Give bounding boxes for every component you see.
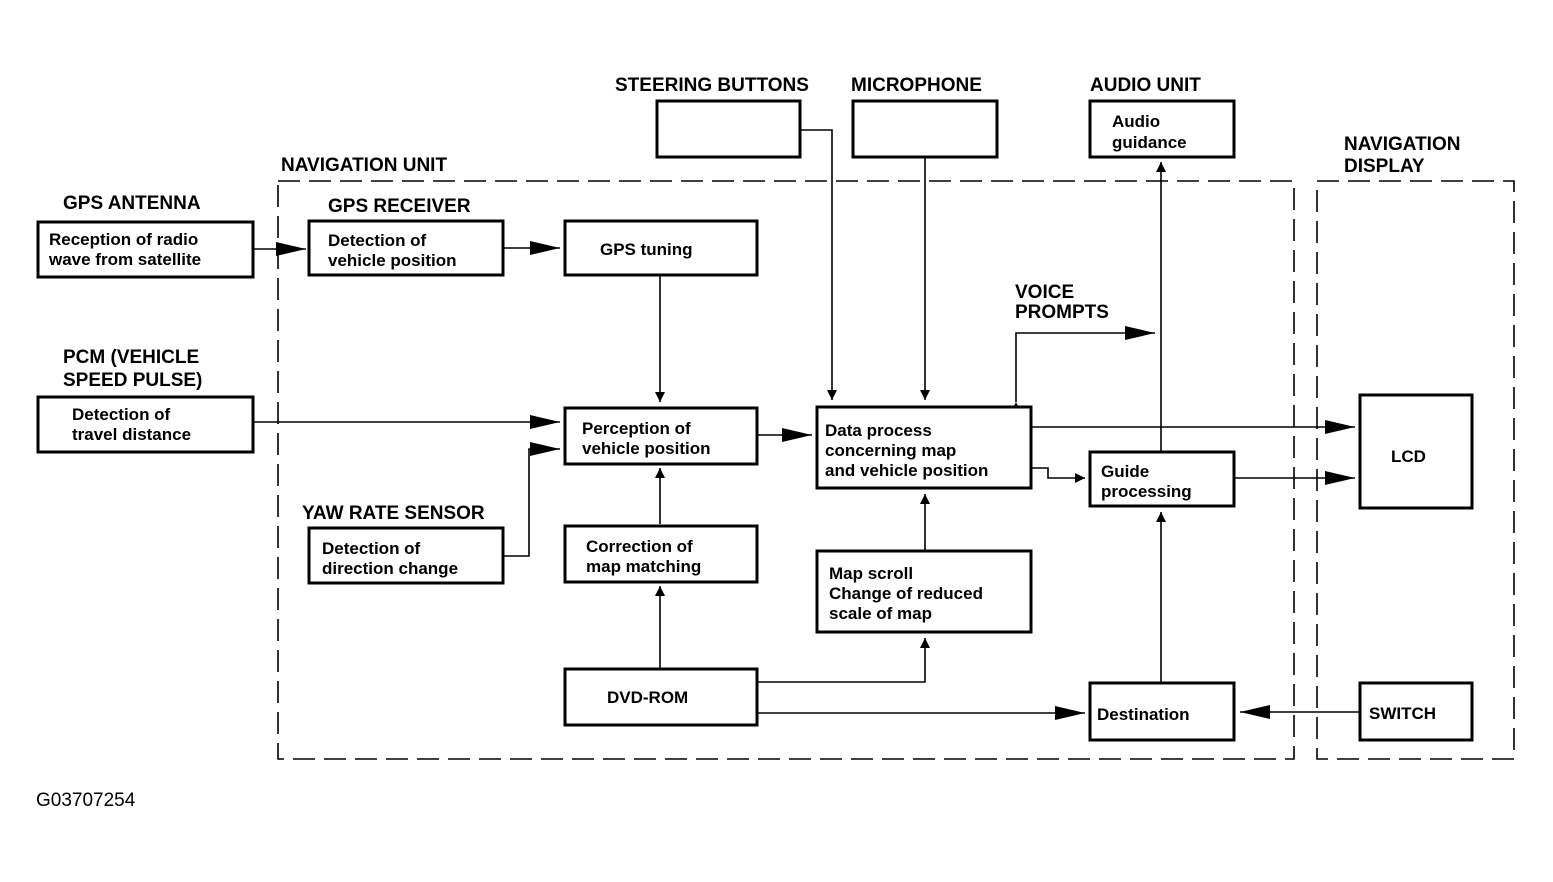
lcd-text: LCD (1391, 447, 1426, 466)
correction-text-1: Correction of (586, 537, 693, 556)
switch-block (1358, 681, 1474, 742)
navigation-unit-label: NAVIGATION UNIT (281, 155, 447, 176)
arrow-yaw-to-perception (503, 442, 560, 557)
guide-processing-text-2: processing (1101, 482, 1192, 501)
voice-prompts-label-1: VOICE (1015, 282, 1074, 303)
gps-tuning-text: GPS tuning (600, 240, 693, 259)
arrow-data-to-guide (1031, 467, 1085, 483)
gps-antenna-label: GPS ANTENNA (63, 193, 201, 214)
gps-tuning-block (563, 219, 759, 277)
navigation-display-label-1: NAVIGATION (1344, 134, 1460, 155)
pcm-label-1: PCM (VEHICLE (63, 347, 199, 368)
microphone-block (851, 99, 999, 159)
yaw-rate-block (307, 526, 505, 585)
connections (253, 129, 1360, 720)
gps-antenna-block (36, 220, 255, 279)
lcd-block (1358, 393, 1474, 510)
figure-id: G03707254 (36, 790, 136, 811)
arrow-steering-to-data (800, 129, 837, 400)
yaw-rate-text-1: Detection of (322, 539, 421, 558)
correction-text-2: map matching (586, 557, 701, 576)
dvd-rom-text: DVD-ROM (607, 688, 688, 707)
navigation-display-label-2: DISPLAY (1344, 156, 1425, 177)
arrow-dvd-to-mapscroll (757, 638, 930, 683)
destination-text: Destination (1097, 705, 1190, 724)
map-scroll-text-3: scale of map (829, 604, 932, 623)
gps-receiver-text-1: Detection of (328, 231, 427, 250)
pcm-block (36, 395, 255, 454)
perception-text-1: Perception of (582, 419, 691, 438)
data-process-text-3: and vehicle position (825, 461, 988, 480)
audio-guidance-block (1088, 99, 1236, 159)
destination-block (1088, 681, 1236, 742)
map-scroll-text-2: Change of reduced (829, 584, 983, 603)
perception-block (563, 406, 759, 466)
voice-prompts-label-2: PROMPTS (1015, 302, 1109, 323)
data-process-text-2: concerning map (825, 441, 956, 460)
gps-receiver-text-2: vehicle position (328, 251, 456, 270)
navigation-display-region (1316, 180, 1515, 760)
map-scroll-block (815, 549, 1033, 634)
guide-processing-block (1088, 450, 1236, 508)
yaw-rate-text-2: direction change (322, 559, 458, 578)
gps-receiver-block (307, 219, 505, 277)
microphone-label: MICROPHONE (851, 75, 982, 96)
audio-guidance-text-1: Audio (1112, 112, 1160, 131)
perception-text-2: vehicle position (582, 439, 710, 458)
data-process-text-1: Data process (825, 421, 932, 440)
pcm-text-1: Detection of (72, 405, 171, 424)
yaw-rate-sensor-label: YAW RATE SENSOR (302, 503, 485, 524)
correction-block (563, 524, 759, 584)
pcm-label-2: SPEED PULSE) (63, 370, 202, 391)
gps-receiver-label: GPS RECEIVER (328, 196, 471, 217)
switch-text: SWITCH (1369, 704, 1436, 723)
data-process-block (815, 405, 1033, 490)
guide-processing-text-1: Guide (1101, 462, 1149, 481)
arrow-voice-prompts (1011, 326, 1155, 412)
pcm-text-2: travel distance (72, 425, 191, 444)
audio-guidance-text-2: guidance (1112, 133, 1187, 152)
gps-antenna-text-2: wave from satellite (48, 250, 201, 269)
audio-unit-label: AUDIO UNIT (1090, 75, 1201, 96)
navigation-unit-region (277, 180, 1295, 760)
steering-buttons-label: STEERING BUTTONS (615, 75, 809, 96)
steering-buttons-block (655, 99, 802, 159)
dvd-rom-block (563, 667, 759, 727)
map-scroll-text-1: Map scroll (829, 564, 913, 583)
gps-antenna-text-1: Reception of radio (49, 230, 198, 249)
